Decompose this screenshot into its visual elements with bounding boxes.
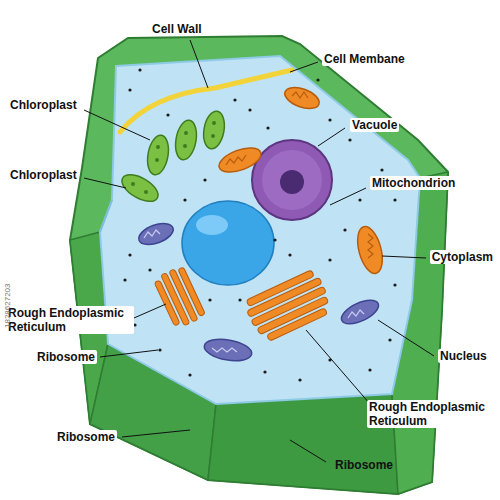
mitochondrion <box>216 143 264 177</box>
leader-line <box>190 40 208 88</box>
ribosome-dot <box>368 368 371 371</box>
thylakoid-marks <box>131 121 216 194</box>
ribosome-dot <box>288 253 291 256</box>
ribosome-dot <box>358 198 361 201</box>
ribosome-dot <box>393 198 396 201</box>
ribosome-dot <box>266 126 269 129</box>
leader-line <box>100 350 158 357</box>
er-cisterna <box>267 308 328 341</box>
cristae <box>368 234 373 258</box>
cristae <box>292 92 308 98</box>
part-label: Rough Endoplasmic Reticulum <box>6 306 134 334</box>
thylakoid <box>144 190 148 194</box>
part-label: Cytoplasm <box>430 250 495 264</box>
cristae <box>348 310 364 318</box>
part-label: Cell Membane <box>322 52 407 66</box>
chloroplast <box>173 119 200 162</box>
mitochondrion <box>203 336 254 364</box>
cristae <box>144 230 160 238</box>
part-label: Mitochondrion <box>370 176 457 190</box>
cytoplasm <box>100 56 420 404</box>
ribosome-dot <box>158 348 161 351</box>
ribosome-dot <box>380 168 383 171</box>
ribosome-dot <box>166 113 169 116</box>
thylakoid <box>156 145 160 149</box>
leader-line <box>306 330 370 404</box>
ribosome-dot <box>263 370 266 373</box>
leader-line <box>382 256 426 258</box>
nucleolus <box>280 170 304 194</box>
thylakoid <box>131 182 135 186</box>
cristae <box>226 155 246 165</box>
ribosome-dot <box>316 78 319 81</box>
ribosome-dot <box>328 258 331 261</box>
ribosome-dot <box>208 298 211 301</box>
ribosome-dot <box>393 283 396 286</box>
ribosome-dot <box>248 108 251 111</box>
rough-er <box>153 265 207 330</box>
ribosome-dot <box>273 238 276 241</box>
chloroplast <box>201 110 227 151</box>
ribosome-dot <box>128 253 131 256</box>
chloroplast <box>145 134 172 177</box>
mitochondrion <box>353 224 387 276</box>
part-label: Chloroplast <box>8 168 79 182</box>
leader-lines <box>84 40 434 462</box>
leader-line <box>330 188 366 205</box>
part-label: Cell Wall <box>150 22 204 36</box>
ribosome-dot <box>123 278 126 281</box>
part-label: Ribosome <box>35 350 97 364</box>
part-label: Nucleus <box>438 349 489 363</box>
ribosome-dot <box>348 138 351 141</box>
thylakoid <box>183 144 187 148</box>
ribosome-dot <box>188 373 191 376</box>
leader-line <box>318 128 345 146</box>
leader-line <box>290 440 326 462</box>
thylakoid <box>184 131 188 135</box>
leader-line <box>84 178 126 188</box>
ribosome-dot <box>203 178 206 181</box>
ribosome-dot <box>138 68 141 71</box>
ribosomes <box>123 68 396 381</box>
rough-er <box>242 268 334 344</box>
part-label: Ribosome <box>55 430 117 444</box>
leader-line <box>290 62 318 72</box>
leader-line <box>378 320 434 356</box>
er-cisterna <box>154 280 180 326</box>
vacuole-highlight <box>196 215 228 235</box>
ribosome-dot <box>388 338 391 341</box>
ribosome-dot <box>148 268 151 271</box>
mitochondrion <box>282 83 322 112</box>
cut-edge <box>100 200 112 232</box>
watermark: 1828627203 <box>3 282 13 331</box>
part-label: Ribosome <box>333 458 395 472</box>
leader-line <box>122 430 190 437</box>
ribosome-dot <box>128 88 131 91</box>
thylakoid <box>155 158 159 162</box>
ribosome-dot <box>238 298 241 301</box>
leader-line <box>134 304 166 318</box>
leader-line <box>84 110 150 140</box>
thylakoid <box>211 134 215 138</box>
part-label: Vacuole <box>350 118 399 132</box>
ribosome-dot <box>183 198 186 201</box>
vacuole <box>182 201 274 285</box>
ribosome-dot <box>298 378 301 381</box>
part-label: Rough Endoplasmic Reticulum <box>367 400 495 428</box>
thylakoid <box>212 121 216 125</box>
part-label: Chloroplast <box>8 98 79 112</box>
ribosome-dot <box>328 118 331 121</box>
cristae <box>212 348 237 352</box>
ribosome-dot <box>233 98 236 101</box>
nucleus-inner <box>262 150 322 210</box>
ribosome-dot <box>343 228 346 231</box>
nucleus <box>252 140 332 220</box>
mitochondrion <box>136 219 176 248</box>
mitochondrion <box>338 295 382 328</box>
